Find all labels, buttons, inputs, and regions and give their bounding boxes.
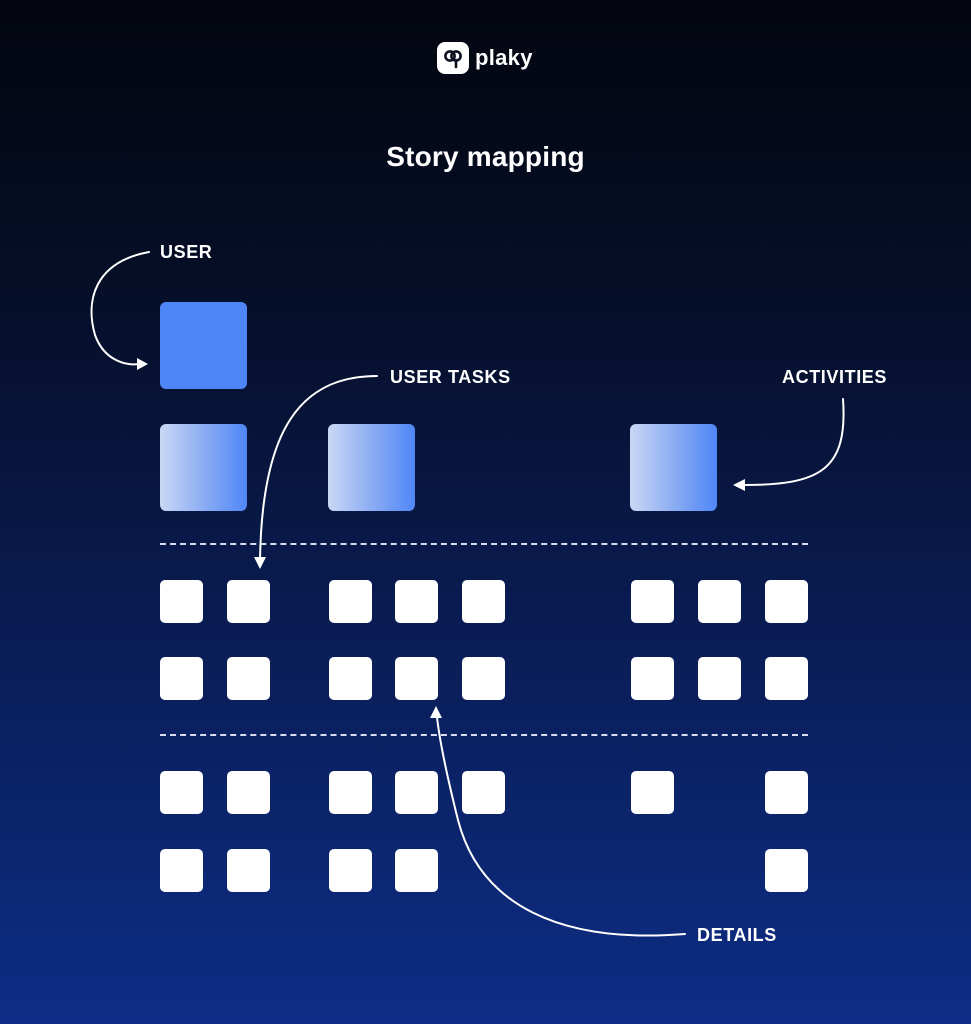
plaky-logo-icon (437, 42, 469, 74)
task-card (698, 657, 741, 700)
arrowhead-user-tasks (254, 557, 266, 569)
task-card (765, 657, 808, 700)
activity-card-3 (630, 424, 717, 511)
arrowhead-activities (733, 479, 745, 491)
label-user-tasks: USER TASKS (390, 367, 511, 387)
activity-card-2 (328, 424, 415, 511)
detail-card (765, 849, 808, 892)
label-details: DETAILS (697, 925, 777, 945)
detail-card (631, 771, 674, 814)
arrowhead-user (137, 358, 148, 370)
arrow-details (436, 716, 686, 937)
detail-card (160, 849, 203, 892)
activity-card-1 (160, 424, 247, 511)
arrow-activities (743, 398, 845, 486)
page-title: Story mapping (386, 141, 585, 172)
detail-card (765, 771, 808, 814)
label-user: USER (160, 242, 213, 262)
task-card (631, 580, 674, 623)
task-card (631, 657, 674, 700)
task-card (227, 580, 270, 623)
task-card (462, 657, 505, 700)
release-divider-top (160, 543, 808, 545)
detail-card (227, 771, 270, 814)
brand-logo: plaky (437, 42, 533, 74)
label-activities: ACTIVITIES (782, 367, 888, 387)
detail-card (329, 771, 372, 814)
arrowhead-details (430, 706, 442, 718)
task-card (698, 580, 741, 623)
brand-name: plaky (475, 45, 533, 70)
arrow-user (90, 251, 150, 366)
task-card (395, 580, 438, 623)
task-card (329, 580, 372, 623)
release-divider-bottom (160, 734, 808, 736)
task-card (160, 657, 203, 700)
detail-card (160, 771, 203, 814)
detail-card (395, 849, 438, 892)
detail-card (462, 771, 505, 814)
task-card (765, 580, 808, 623)
task-card (329, 657, 372, 700)
user-card (160, 302, 247, 389)
task-card (227, 657, 270, 700)
task-card (395, 657, 438, 700)
detail-card (395, 771, 438, 814)
arrow-user-tasks (259, 375, 378, 561)
detail-card (227, 849, 270, 892)
detail-card (329, 849, 372, 892)
task-card (160, 580, 203, 623)
task-card (462, 580, 505, 623)
